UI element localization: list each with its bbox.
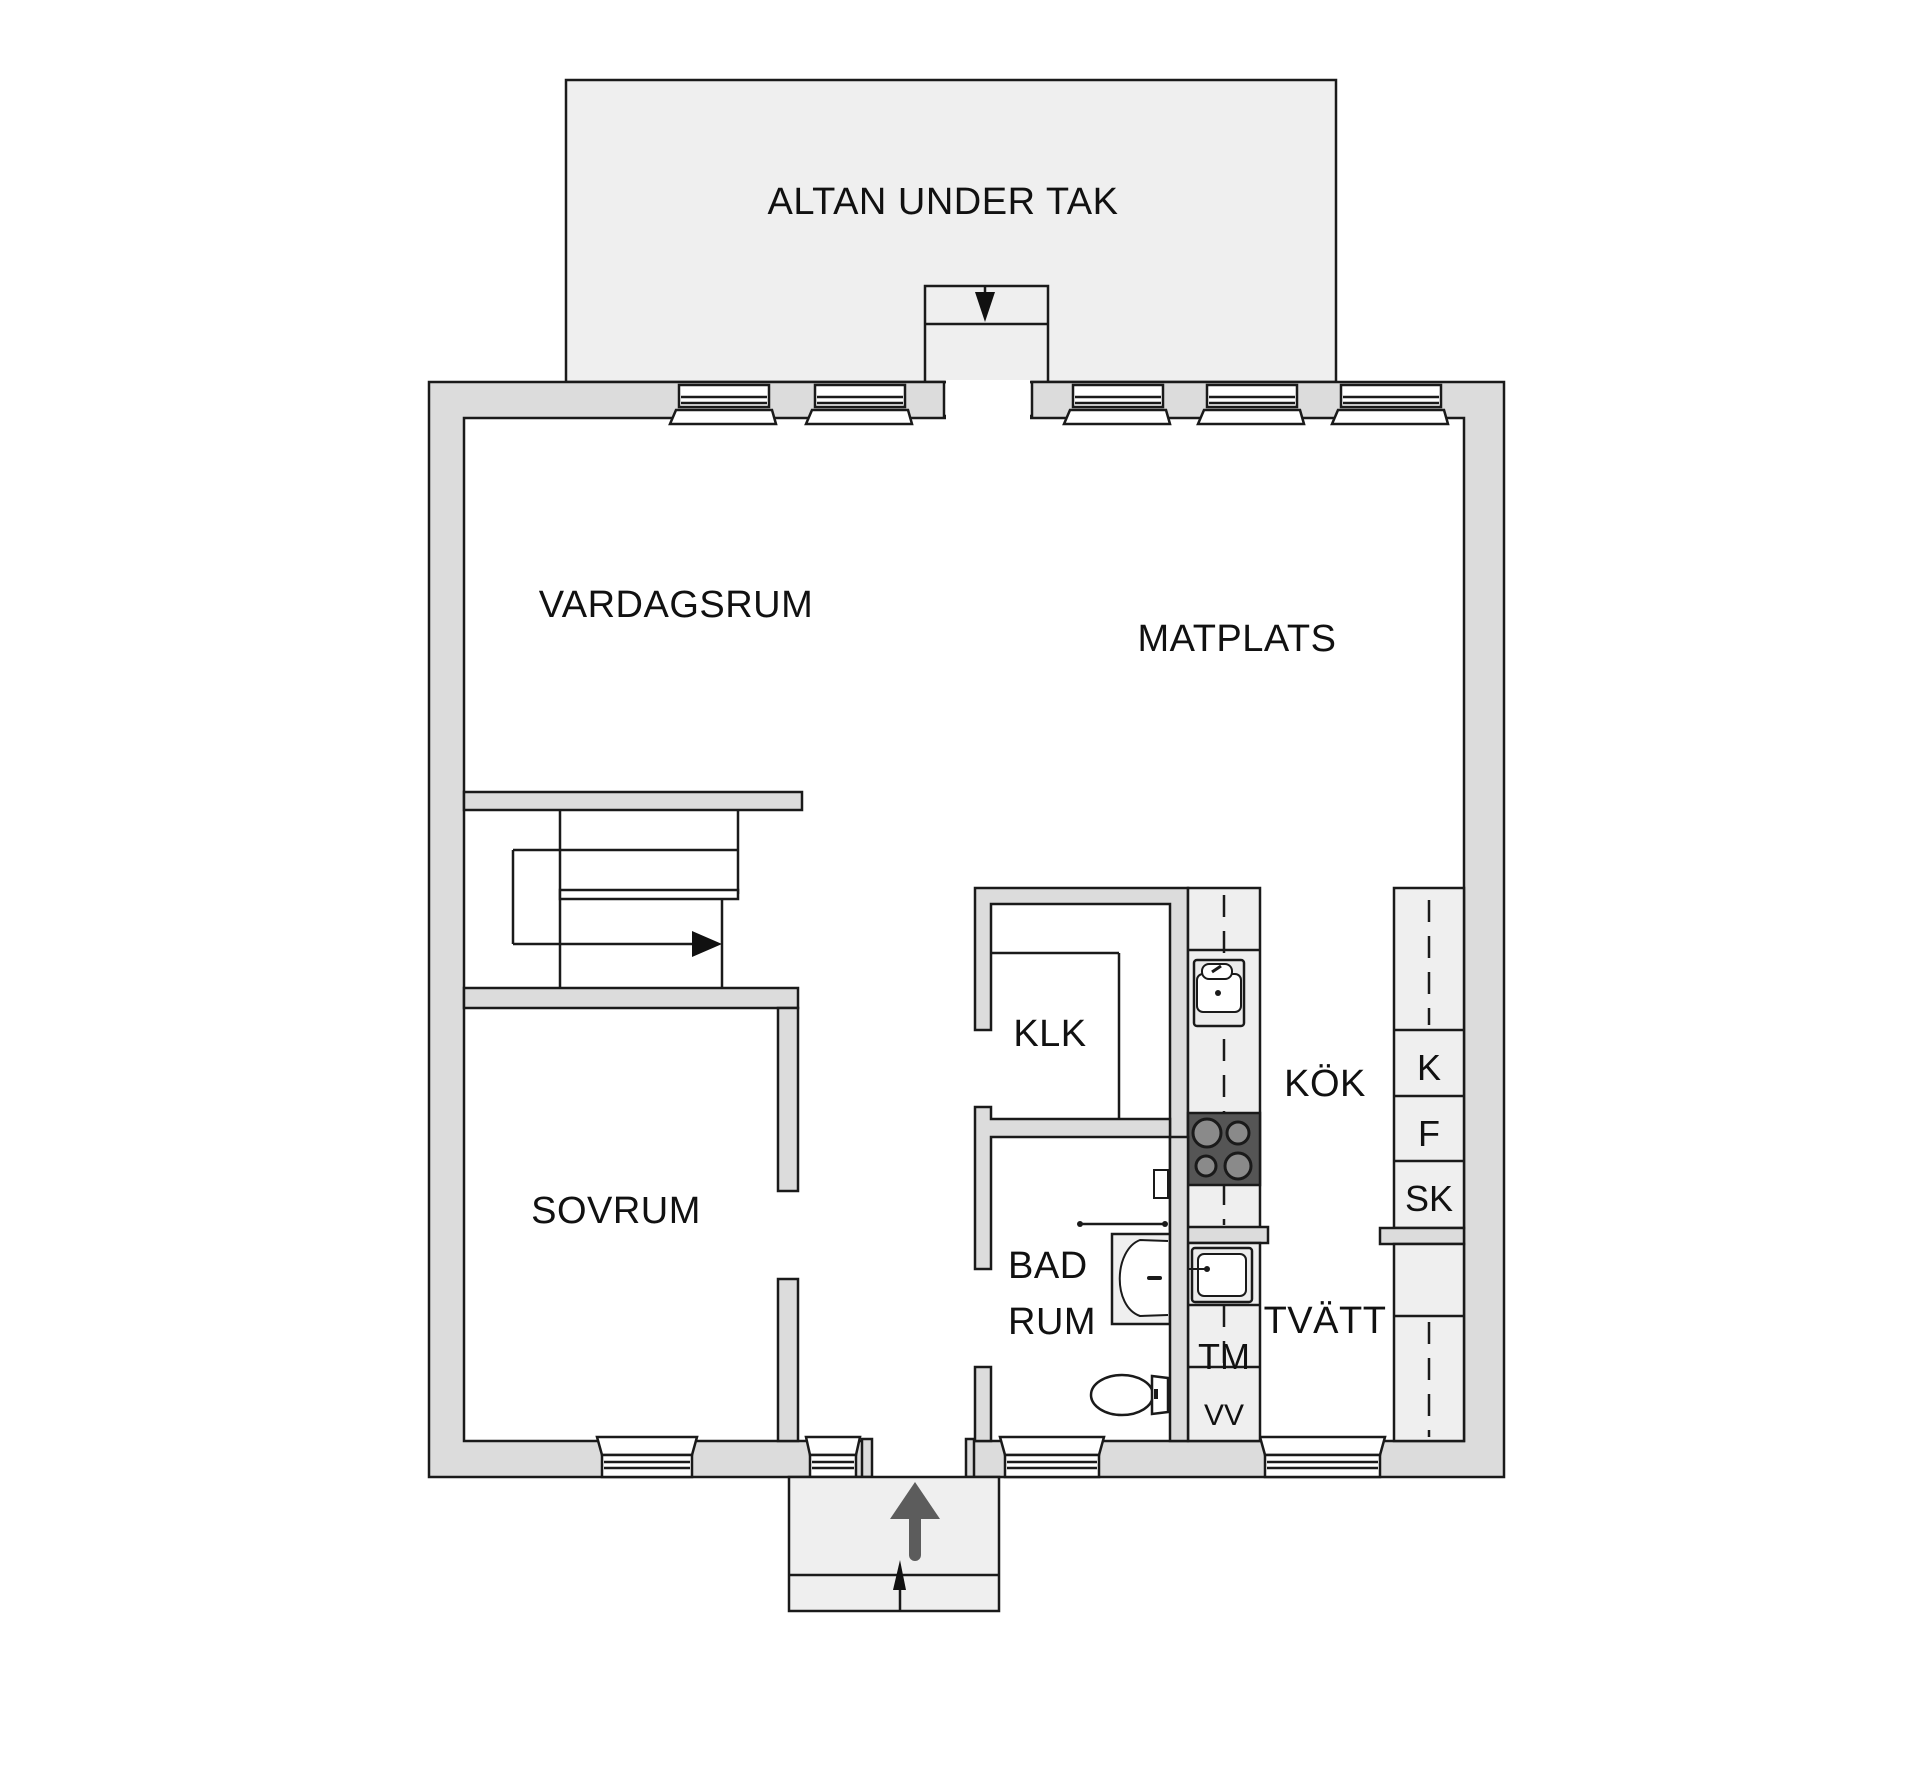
window-icon [668, 383, 778, 426]
wall-stairs-top [462, 790, 804, 812]
window-icon [595, 1435, 699, 1479]
bathroom-wall [1168, 1135, 1190, 1443]
window-icon [1258, 1435, 1387, 1479]
room-label-matplats: MATPLATS [1138, 618, 1337, 660]
sink-icon [1192, 958, 1246, 1028]
appliance-label-f: F [1418, 1113, 1440, 1154]
door-arrow-icon [893, 1560, 906, 1611]
room-label-klk: KLK [1013, 1013, 1086, 1055]
entrance-arrow-icon [890, 1482, 940, 1561]
window-icon [804, 1435, 862, 1479]
stairs [511, 810, 740, 988]
door-arrow-icon [975, 286, 995, 322]
shower-icon [1077, 1169, 1169, 1227]
window-icon [1330, 383, 1450, 426]
appliance-label-tm: TM [1198, 1336, 1250, 1377]
appliance-label-vv: VV [1204, 1399, 1244, 1432]
right-cabinets [1378, 886, 1466, 1443]
stove-icon [1186, 1111, 1262, 1187]
front-door-opening [872, 1439, 966, 1479]
door-jamb [964, 1437, 976, 1479]
room-label-altan: ALTAN UNDER TAK [768, 181, 1119, 223]
toilet-icon [1089, 1373, 1170, 1417]
door-jamb [860, 1437, 874, 1479]
window-icon [1062, 383, 1172, 426]
room-label-tvatt: TVÄTT [1264, 1300, 1387, 1342]
stairs-arrow-icon [692, 931, 722, 957]
closet-shelf [991, 951, 1121, 1119]
room-label-bad: BAD [1008, 1245, 1088, 1287]
room-label-sovrum: SOVRUM [531, 1190, 701, 1232]
room-label-vardagsrum: VARDAGSRUM [539, 584, 814, 626]
room-label-rum: RUM [1008, 1301, 1096, 1343]
wall-stairs-bottom [462, 986, 800, 1010]
washbasin-icon [1110, 1232, 1172, 1326]
appliance-label-sk: SK [1405, 1178, 1453, 1219]
window-icon [1196, 383, 1306, 426]
north-door-opening [946, 380, 1030, 420]
appliance-label-k: K [1417, 1047, 1441, 1088]
room-label-kok: KÖK [1284, 1063, 1366, 1105]
window-icon [804, 383, 914, 426]
sink-icon [1187, 1246, 1254, 1304]
entrance-step [787, 1475, 1001, 1613]
window-icon [998, 1435, 1106, 1479]
bedroom-walls [776, 1006, 800, 1443]
